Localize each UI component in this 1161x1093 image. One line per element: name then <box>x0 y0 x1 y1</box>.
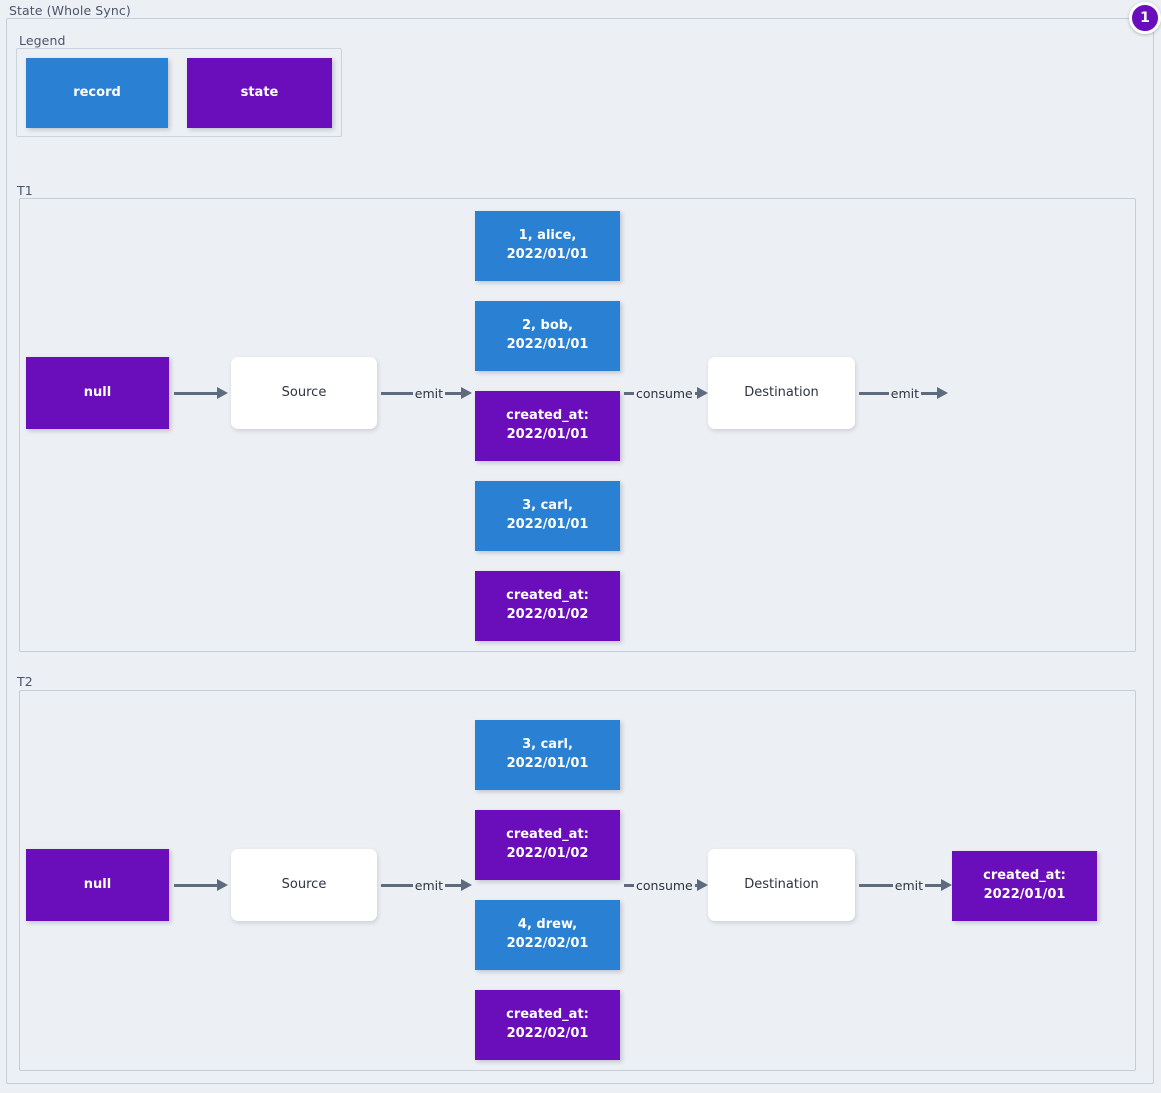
t1-stream-item-1: 2, bob, 2022/01/01 <box>475 301 620 371</box>
legend-title: Legend <box>19 33 66 48</box>
section-title-t1: T1 <box>17 183 33 198</box>
t1-stream-item-0: 1, alice, 2022/01/01 <box>475 211 620 281</box>
t1-source-node: Source <box>231 357 377 429</box>
t2-destination-label: Destination <box>744 876 819 892</box>
t1-stream-item-1-label: 2, bob, 2022/01/01 <box>506 318 589 352</box>
t2-stream-item-0: 3, carl, 2022/01/01 <box>475 720 620 790</box>
t2-stream-item-3: created_at: 2022/02/01 <box>475 990 620 1060</box>
step-badge[interactable]: 1 <box>1129 2 1161 34</box>
t2-initial-state-node: null <box>26 849 169 921</box>
t2-stream-item-1: created_at: 2022/01/02 <box>475 810 620 880</box>
t1-stream-item-2-label: created_at: 2022/01/01 <box>506 408 589 442</box>
diagram-outer-frame <box>6 18 1154 1084</box>
legend-swatch-record-label: record <box>73 84 121 100</box>
legend-swatch-state: state <box>187 58 332 128</box>
t2-stream-item-1-label: created_at: 2022/01/02 <box>506 827 589 861</box>
legend-swatch-state-label: state <box>240 84 279 100</box>
section-frame-t1 <box>19 198 1136 652</box>
t1-destination-label: Destination <box>744 384 819 400</box>
t1-initial-state-label: null <box>83 384 112 400</box>
t1-stream-item-3: 3, carl, 2022/01/01 <box>475 481 620 551</box>
t1-source-label: Source <box>281 384 327 400</box>
t2-stream-item-3-label: created_at: 2022/02/01 <box>506 1007 589 1041</box>
t2-source-node: Source <box>231 849 377 921</box>
t2-final-state-label: created_at: 2022/01/01 <box>983 868 1066 902</box>
t1-destination-node: Destination <box>708 357 855 429</box>
t2-stream-item-0-label: 3, carl, 2022/01/01 <box>506 737 589 771</box>
legend-swatch-record: record <box>26 58 168 128</box>
t2-stream-item-2: 4, drew, 2022/02/01 <box>475 900 620 970</box>
t1-stream-item-2: created_at: 2022/01/01 <box>475 391 620 461</box>
t1-stream-item-0-label: 1, alice, 2022/01/01 <box>506 228 589 262</box>
section-title-t2: T2 <box>17 674 33 689</box>
t2-initial-state-label: null <box>83 876 112 892</box>
t1-stream-item-4-label: created_at: 2022/01/02 <box>506 588 589 622</box>
section-frame-t2 <box>19 690 1136 1071</box>
t2-final-state-node: created_at: 2022/01/01 <box>952 851 1097 921</box>
t1-stream-item-4: created_at: 2022/01/02 <box>475 571 620 641</box>
t2-source-label: Source <box>281 876 327 892</box>
t1-stream-item-3-label: 3, carl, 2022/01/01 <box>506 498 589 532</box>
t2-destination-node: Destination <box>708 849 855 921</box>
t1-initial-state-node: null <box>26 357 169 429</box>
diagram-title: State (Whole Sync) <box>9 3 131 18</box>
t2-stream-item-2-label: 4, drew, 2022/02/01 <box>506 917 589 951</box>
legend-frame <box>16 48 342 137</box>
